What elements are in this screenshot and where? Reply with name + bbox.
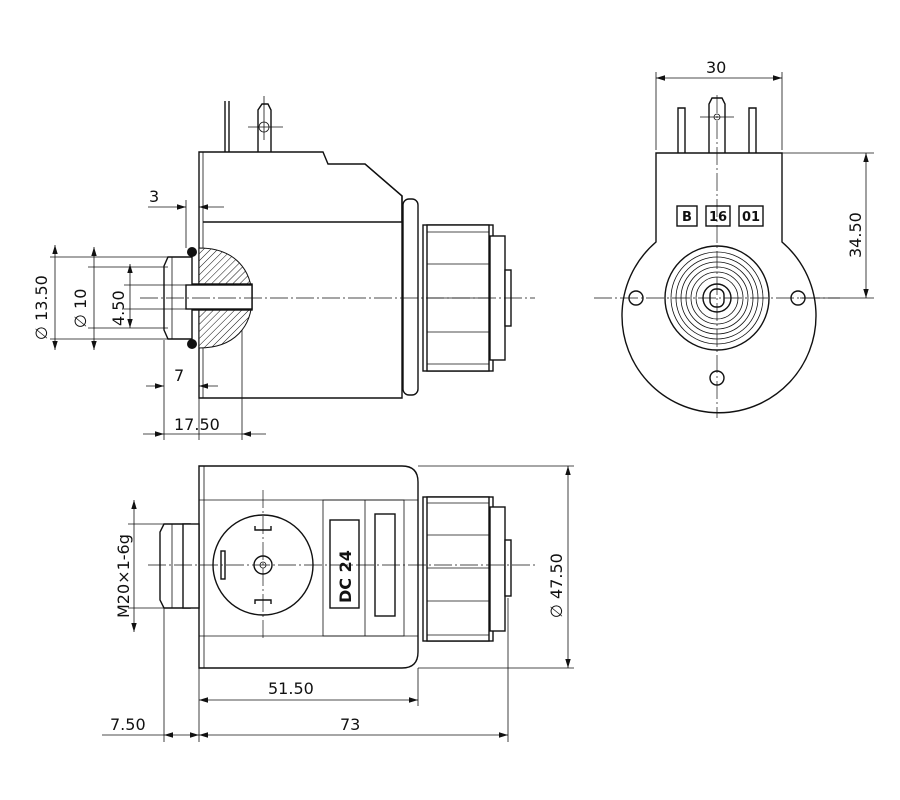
code-labels: B 16 01: [676, 205, 764, 227]
dim-7-50: 7.50: [110, 715, 146, 734]
dim-dia-10: ∅ 10: [71, 289, 90, 328]
code-b: B: [682, 210, 692, 225]
o-ring-bottom: [187, 339, 197, 349]
dim-73: 73: [340, 715, 360, 734]
dim-17-50: 17.50: [174, 415, 220, 434]
dim-34-50: 34.50: [846, 212, 865, 258]
dim-7: 7: [174, 366, 184, 385]
code-01: 01: [742, 210, 760, 225]
dim-30: 30: [706, 58, 726, 77]
dim-3: 3: [149, 187, 159, 206]
dim-4-50: 4.50: [109, 290, 128, 326]
o-ring-top: [187, 247, 197, 257]
front-housing: [621, 152, 817, 414]
front-view: B 16 01: [594, 95, 840, 418]
dim-51-50: 51.50: [268, 679, 314, 698]
dim-thread: M20×1-6g: [114, 534, 133, 618]
top-view: DC 24: [148, 465, 535, 669]
side-pins: [224, 96, 283, 152]
side-dimensions: 3 ∅ 13.50 ∅ 10 4.50 7 17.50: [32, 187, 266, 440]
voltage-label: DC 24: [336, 550, 355, 603]
side-view: [140, 96, 535, 399]
top-dimensions: M20×1-6g ∅ 47.50 51.50 7.50 73: [102, 465, 574, 742]
top-housing: [198, 465, 419, 669]
dim-dia-13-50: ∅ 13.50: [32, 275, 51, 340]
code-16: 16: [709, 210, 727, 225]
top-knurled-nut: [422, 496, 512, 642]
dim-dia-47-50: ∅ 47.50: [547, 553, 566, 618]
front-dimensions: 30 34.50: [655, 58, 874, 299]
connector-wedge: [203, 163, 403, 223]
